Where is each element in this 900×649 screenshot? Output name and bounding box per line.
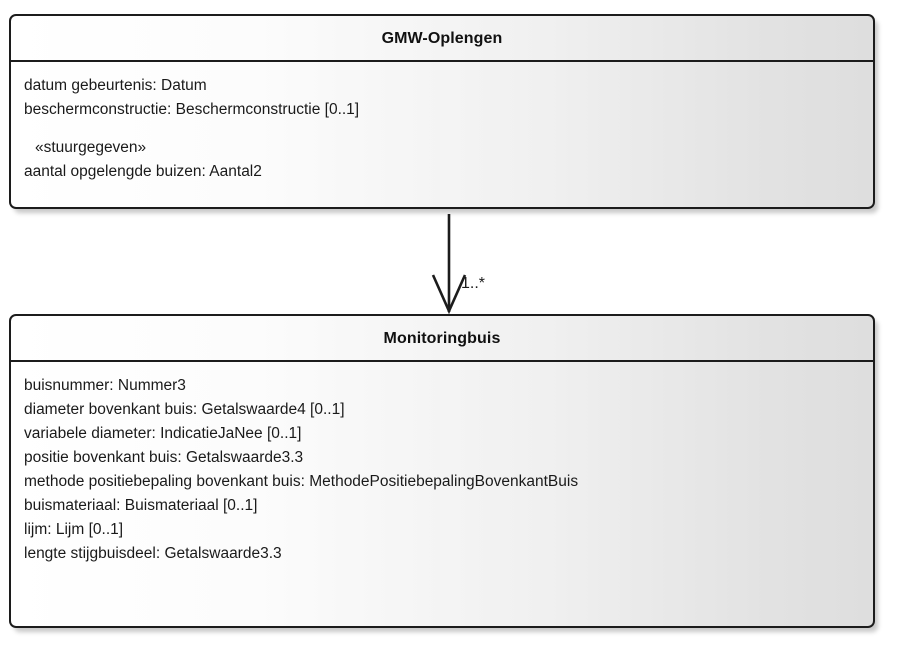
class-attributes-monitoringbuis: buisnummer: Nummer3 diameter bovenkant b… <box>11 362 873 578</box>
class-attribute-stereotype: «stuurgegeven» <box>35 139 147 156</box>
class-attribute: beschermconstructie: Beschermconstructie… <box>24 101 360 118</box>
class-attribute: datum gebeurtenis: Datum <box>24 77 207 94</box>
class-attribute: lengte stijgbuisdeel: Getalswaarde3.3 <box>24 545 282 562</box>
association-multiplicity-label: 1..* <box>461 275 486 292</box>
class-attribute: aantal opgelengde buizen: Aantal2 <box>24 163 262 180</box>
class-box-monitoringbuis[interactable]: Monitoringbuis buisnummer: Nummer3 diame… <box>9 314 875 628</box>
class-attribute: lijm: Lijm [0..1] <box>24 521 124 538</box>
class-attribute: buisnummer: Nummer3 <box>24 377 186 394</box>
class-attribute: variabele diameter: IndicatieJaNee [0..1… <box>24 425 302 442</box>
class-attribute: methode positiebepaling bovenkant buis: … <box>24 473 579 490</box>
class-name-gmw-oplengen: GMW-Oplengen <box>11 16 873 62</box>
class-name-monitoringbuis: Monitoringbuis <box>11 316 873 362</box>
class-box-gmw-oplengen[interactable]: GMW-Oplengen datum gebeurtenis: Datum be… <box>9 14 875 209</box>
class-attributes-gmw-oplengen: datum gebeurtenis: Datum beschermconstru… <box>11 62 873 196</box>
class-attribute: diameter bovenkant buis: Getalswaarde4 [… <box>24 401 345 418</box>
class-attribute: positie bovenkant buis: Getalswaarde3.3 <box>24 449 304 466</box>
class-attribute: buismateriaal: Buismateriaal [0..1] <box>24 497 258 514</box>
